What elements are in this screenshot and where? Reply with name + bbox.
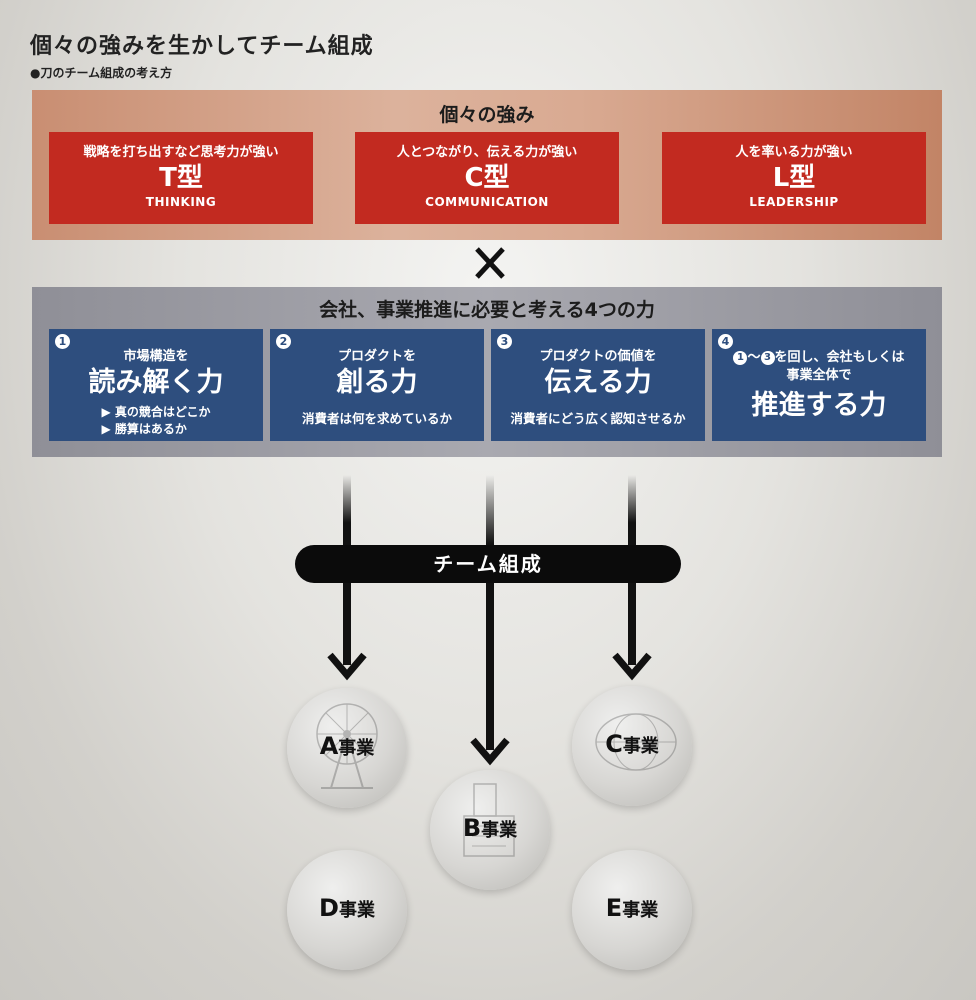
capability-subtext: 消費者にどう広く認知させるか [510,411,686,426]
capability-number: 4 [718,334,733,349]
page-title: 個々の強みを生かしてチーム組成 [30,34,374,59]
capability-bullets: ▶ 真の競合はどこか ▶ 勝算はあるか [101,404,210,438]
capability-number: 2 [276,334,291,349]
business-circle-a: A事業 [287,688,407,808]
capability-name: 創る力 [336,367,418,398]
ferris-wheel-icon [316,703,378,789]
bullet-item: ▶ 真の競合はどこか [101,405,211,419]
type-card-t: 戦略を打ち出すなど思考力が強い T型 THINKING [49,132,313,224]
capability-name: 読み解く力 [88,367,224,398]
arrow-down-icon [327,652,367,681]
capability-number: 3 [497,334,512,349]
type-name: L型 [772,163,816,193]
strengths-heading: 個々の強み [439,104,535,126]
business-circle-e: E事業 [572,850,692,970]
arrow-down-icon [470,737,510,766]
globe-icon [595,713,677,771]
type-description: 人を率いる力が強い [735,145,853,160]
business-circle-b: B事業 [430,770,550,890]
strengths-panel: 個々の強み 戦略を打ち出すなど思考力が強い T型 THINKING 人とつながり… [32,90,942,240]
type-name: C型 [464,163,510,193]
capability-lead-text: を回し、会社もしくは [774,350,905,365]
ref-number-icon: 3 [760,351,775,365]
type-english: LEADERSHIP [749,195,839,209]
type-english: THINKING [145,195,217,209]
capability-number: 1 [55,334,70,349]
page-subtitle: ●刀のチーム組成の考え方 [30,66,173,80]
business-label: E事業 [605,894,659,922]
capability-name: 伝える力 [544,367,652,398]
capability-card-1: 1 市場構造を 読み解く力 ▶ 真の競合はどこか ▶ 勝算はあるか [49,329,263,441]
business-label: D事業 [319,894,375,922]
type-english: COMMUNICATION [425,195,549,209]
type-card-l: 人を率いる力が強い L型 LEADERSHIP [662,132,926,224]
business-label: A事業 [319,732,375,760]
capability-card-3: 3 プロダクトの価値を 伝える力 消費者にどう広く認知させるか [491,329,705,441]
flow-line-center [486,475,494,750]
capability-lead-line2: 事業全体で [786,368,852,383]
type-name: T型 [159,163,203,193]
business-circle-c: C事業 [572,686,692,806]
ref-separator: 〜 [747,350,761,365]
business-circle-d: D事業 [287,850,407,970]
arrow-down-icon [612,652,652,681]
type-card-c: 人とつながり、伝える力が強い C型 COMMUNICATION [355,132,619,224]
ref-number-icon: 1 [733,351,748,365]
team-formation-bar: チーム組成 [295,545,681,583]
type-description: 人とつながり、伝える力が強い [396,145,578,160]
business-label: B事業 [462,814,518,842]
capabilities-panel: 会社、事業推進に必要と考える4つの力 1 市場構造を 読み解く力 ▶ 真の競合は… [32,287,942,457]
cash-register-icon [463,783,515,857]
capability-subtext: 消費者は何を求めているか [301,411,452,426]
capability-lead: 市場構造を [123,349,189,364]
capability-lead: プロダクトを [337,349,416,364]
capability-name: 推進する力 [751,390,887,421]
capability-lead: プロダクトの価値を [539,349,657,364]
capability-card-2: 2 プロダクトを 創る力 消費者は何を求めているか [270,329,484,441]
bullet-item: ▶ 勝算はあるか [101,422,187,436]
type-description: 戦略を打ち出すなど思考力が強い [83,145,279,160]
capabilities-heading: 会社、事業推進に必要と考える4つの力 [319,299,655,321]
business-label: C事業 [605,730,659,758]
multiply-icon [475,247,505,279]
